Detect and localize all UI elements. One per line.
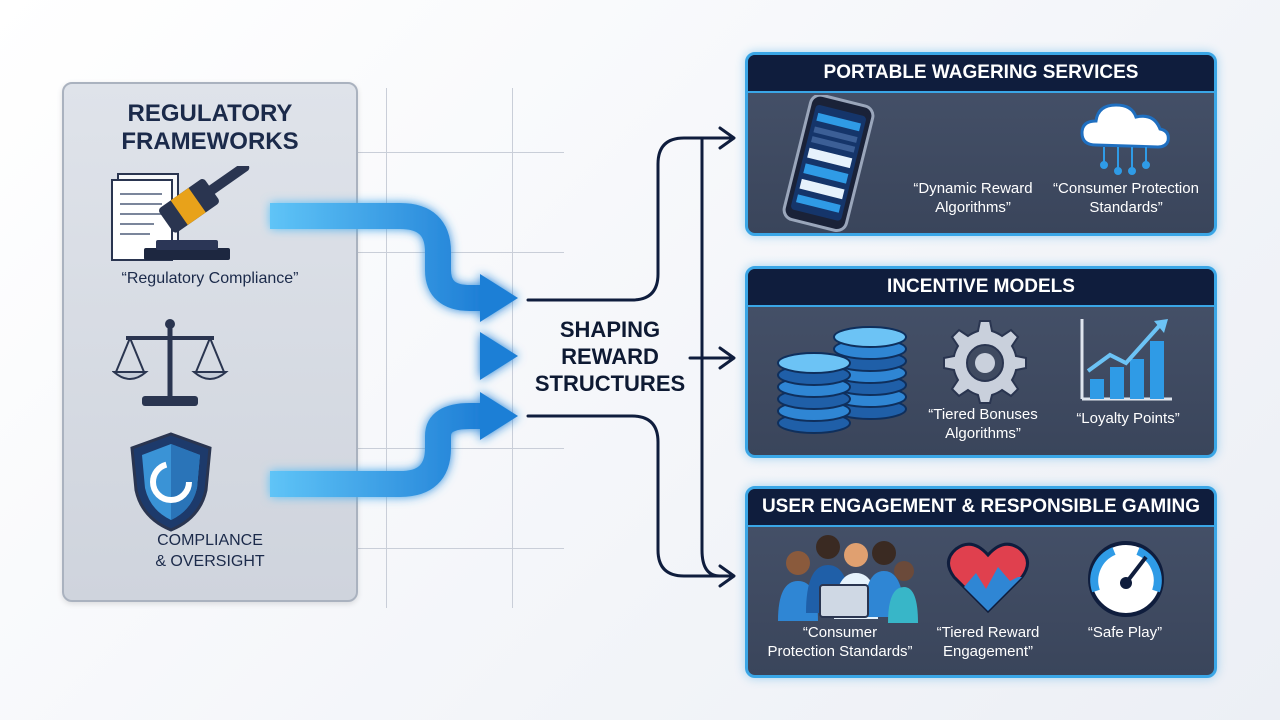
output-connector-lines [526, 126, 736, 588]
consumer-protection-standards-label: “Consumer Protection Standards” [1036, 179, 1214, 217]
portable-wagering-services-card: PORTABLE WAGERING SERVICES “Dynamic Rewa… [745, 52, 1217, 236]
growth-bar-chart-icon [1080, 319, 1172, 401]
input-flow-arrows [270, 203, 518, 497]
tiered-bonuses-algorithms-label: “Tiered Bonuses Algorithms” [908, 405, 1058, 443]
label-line1: “Consumer [802, 624, 878, 641]
label-line1: “Tiered Bonuses [928, 406, 1038, 423]
grid-line [354, 152, 564, 153]
grid-line [354, 548, 564, 549]
grid-line [354, 448, 564, 449]
grid-line [354, 252, 564, 253]
scales-of-justice-icon [112, 319, 229, 406]
regulatory-frameworks-panel: REGULATORY FRAMEWORKS “Regulatory Compli… [62, 82, 358, 602]
consumer-protection-standards-label: “Consumer Protection Standards” [750, 623, 930, 661]
label-line2: Algorithms” [935, 199, 1011, 216]
card-title: PORTABLE WAGERING SERVICES [748, 55, 1214, 93]
label-line2: Protection Standards” [767, 643, 913, 660]
gavel-document-icon [111, 166, 250, 261]
chip-stacks-icon [777, 326, 907, 434]
center-label-line1: SHAPING [559, 317, 661, 342]
dynamic-reward-algorithms-label: “Dynamic Reward Algorithms” [898, 179, 1048, 217]
heart-pulse-icon [947, 542, 1029, 614]
label-line2: Algorithms” [945, 425, 1021, 442]
label-line1: “Tiered Reward [936, 624, 1040, 641]
label-line1: “Dynamic Reward [913, 180, 1033, 197]
card-title: USER ENGAGEMENT & RESPONSIBLE GAMING [748, 489, 1214, 527]
panel-title-line2: FRAMEWORKS [121, 128, 299, 155]
caption-regulatory-compliance: “Regulatory Compliance” [121, 270, 299, 287]
user-engagement-responsible-gaming-card: USER ENGAGEMENT & RESPONSIBLE GAMING “Co… [745, 486, 1217, 678]
label-line1: “Consumer Protection [1053, 180, 1199, 197]
center-label-line3: STRUCTURES [534, 371, 686, 396]
loyalty-points-label: “Loyalty Points” [1076, 410, 1180, 427]
caption-compliance-oversight-line1: COMPLIANCE [157, 532, 263, 549]
panel-title-line1: REGULATORY [127, 100, 293, 127]
safe-play-label: “Safe Play” [1087, 624, 1163, 641]
grid-line [512, 88, 513, 608]
shaping-reward-structures-label: SHAPING REWARD STRUCTURES [520, 316, 700, 397]
caption-compliance-oversight-line2: & OVERSIGHT [155, 553, 265, 570]
arrow-bottom [270, 403, 483, 497]
label-line2: Engagement” [942, 643, 1034, 660]
label-line2: Standards” [1089, 199, 1163, 216]
arrow-top [270, 203, 483, 311]
cloud-network-icon [1080, 103, 1170, 175]
people-group-icon [778, 535, 918, 623]
smartphone-icon [782, 95, 875, 233]
card-title: INCENTIVE MODELS [748, 269, 1214, 307]
gear-icon [943, 320, 1027, 404]
shield-icon [130, 432, 212, 532]
incentive-models-card: INCENTIVE MODELS “Tiered Bonuses Algorit… [745, 266, 1217, 458]
tiered-reward-engagement-label: “Tiered Reward Engagement” [908, 623, 1068, 661]
center-label-line2: REWARD [561, 344, 659, 369]
speedometer-gauge-icon [1088, 541, 1164, 617]
